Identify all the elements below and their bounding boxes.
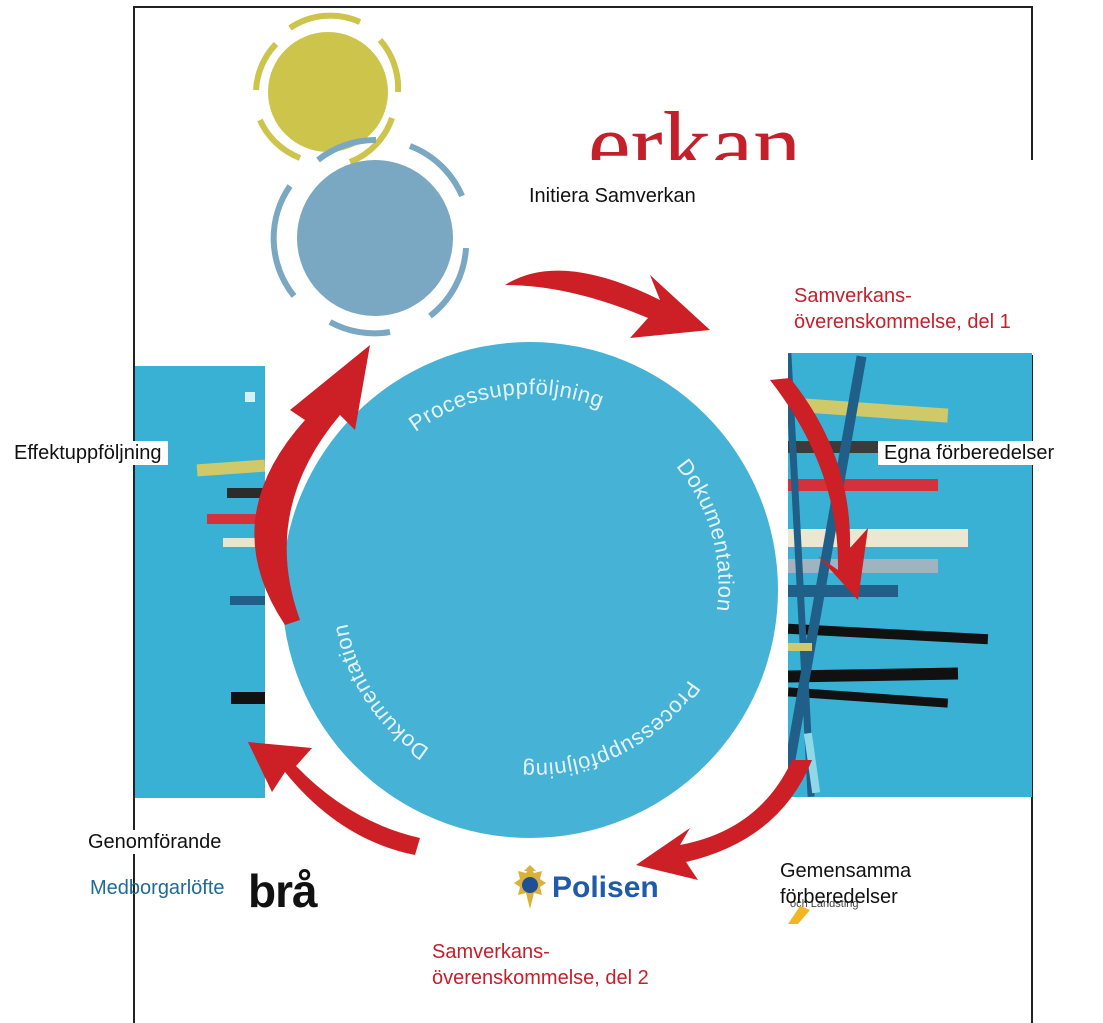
bra-logo: brå [248,865,318,917]
step-samverkans1-line1: Samverkans- [794,285,912,307]
blue-arc-arrow-icon [270,184,297,298]
blue-arc-arrow-icon [408,143,465,198]
small-circle-top-fill [268,32,388,152]
small-circle-mid-fill [297,160,453,316]
cover-left-stripes [196,392,265,704]
yellow-arc-arrow-icon [348,116,395,165]
yellow-arc-arrow-icon [288,12,362,31]
background-document-frame [133,6,1033,1023]
small-circle-top [253,12,402,165]
yellow-arc-arrow-icon [377,38,402,93]
yellow-arc-arrow-icon [257,118,302,161]
arrow-effekt-icon [254,345,370,625]
red-arrows [248,270,868,880]
polisen-logo: Polisen [512,865,659,911]
main-circle [282,342,778,838]
blue-arc-arrow-icon [328,319,391,337]
step-gemensamma-line2: förberedelser [780,886,898,908]
polisen-logo-text: Polisen [552,871,659,904]
step-gemensamma-line1: Gemensamma [780,859,918,883]
step-egna: Egna förberedelser [878,441,1059,465]
arrow-genomforande-icon [248,742,420,855]
arrow-egna-icon [770,378,868,600]
step-initiera: Initiera Samverkan [529,185,696,207]
arrow-initiera-icon [505,270,710,338]
region-logo-text: och Landsting [790,898,859,910]
step-effekt: Effektuppföljning [14,441,168,465]
step-medborgarlofte: Medborgarlöfte [90,877,225,899]
yellow-arc-arrow-icon [253,41,279,91]
region-logo-icon [788,906,810,924]
blue-arc-arrow-icon [428,247,469,319]
police-badge-icon [514,865,546,909]
blue-arc-arrow-icon [316,136,377,163]
step-genomforande: Genomförande [88,830,222,854]
step-samverkans2-line1: Samverkans- [432,941,550,963]
step-samverkans1-line2: överenskommelse, del 1 [794,311,1011,333]
arrow-gemensamma-icon [636,760,812,880]
background-cover-left [135,366,265,798]
small-circle-mid [270,136,469,337]
step-samverkans2-line2: överenskommelse, del 2 [432,967,649,989]
